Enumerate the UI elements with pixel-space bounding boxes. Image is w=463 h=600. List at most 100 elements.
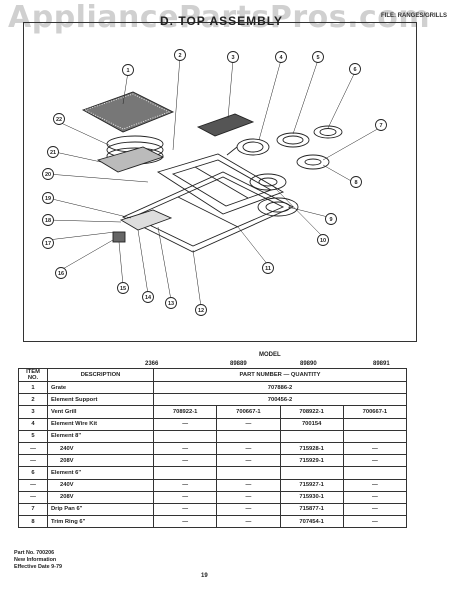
model-number: 2366 bbox=[145, 361, 159, 367]
part-number: — bbox=[152, 502, 218, 517]
callout-label: 19 bbox=[45, 196, 51, 202]
part-number: 707886-2 bbox=[153, 380, 407, 395]
drip-pan-part bbox=[249, 154, 330, 217]
description: Element 6" bbox=[47, 466, 154, 480]
part-number: — bbox=[342, 490, 408, 504]
callout-label: 20 bbox=[45, 172, 51, 178]
callout-label: 22 bbox=[56, 117, 62, 123]
footer-effective-date: Effective Date 9-79 bbox=[14, 564, 62, 570]
part-number: — bbox=[216, 515, 281, 529]
part-number: — bbox=[342, 454, 408, 468]
part-number: 700667-1 bbox=[342, 405, 408, 419]
callout-label: 6 bbox=[353, 67, 356, 73]
footer-notes: Part No. 700206 New Information Effectiv… bbox=[14, 550, 62, 571]
model-number: 89891 bbox=[373, 361, 390, 367]
callout-label: 12 bbox=[198, 308, 204, 314]
description: 208V bbox=[47, 490, 154, 504]
table-row: 6 Element 6" bbox=[18, 466, 408, 480]
description: Trim Ring 6" bbox=[47, 515, 154, 529]
footer-new-info: New Information bbox=[14, 557, 57, 563]
part-number: 715929-1 bbox=[279, 454, 344, 468]
description: Element Wire Kit bbox=[47, 417, 154, 431]
callout-label: 3 bbox=[231, 55, 234, 61]
surface-element-part bbox=[276, 125, 343, 148]
watermark: AppliancePartsPros.com bbox=[8, 0, 431, 35]
part-number bbox=[279, 429, 344, 443]
diagram-frame bbox=[23, 22, 417, 342]
part-number: — bbox=[152, 417, 218, 431]
part-number bbox=[216, 429, 281, 443]
part-number: 707454-1 bbox=[279, 515, 344, 529]
part-number: 715877-1 bbox=[279, 502, 344, 517]
header-item-no: ITEM NO. bbox=[18, 368, 48, 382]
part-number: 708922-1 bbox=[152, 405, 218, 419]
burner-assembly-part bbox=[226, 138, 270, 156]
table-row: — 208V — — 715930-1 — bbox=[18, 490, 408, 504]
item-no: 5 bbox=[18, 429, 48, 443]
item-no: 1 bbox=[18, 380, 48, 395]
part-number: — bbox=[152, 454, 218, 468]
part-number bbox=[342, 417, 408, 431]
callout-label: 5 bbox=[316, 55, 319, 61]
callout-label: 13 bbox=[168, 301, 174, 307]
callout-label: 14 bbox=[145, 295, 152, 301]
callout-label: 18 bbox=[45, 218, 51, 224]
file-label: FILE: RANGES/GRILLS bbox=[381, 13, 447, 19]
callout-label: 2 bbox=[178, 53, 181, 59]
description: Grate bbox=[47, 380, 154, 395]
table-row: 2 Element Support 700456-2 bbox=[18, 393, 407, 407]
header-description: DESCRIPTION bbox=[47, 368, 154, 382]
item-no: — bbox=[18, 454, 48, 468]
part-number: — bbox=[216, 502, 281, 517]
part-number: 700154 bbox=[279, 417, 344, 431]
control-box-part bbox=[119, 209, 173, 231]
item-no: — bbox=[18, 478, 48, 492]
item-no: 7 bbox=[18, 502, 48, 517]
table-row: — 208V — — 715929-1 — bbox=[18, 454, 408, 468]
element-support-part bbox=[96, 146, 165, 173]
callout-label: 21 bbox=[50, 150, 56, 156]
part-number: — bbox=[342, 441, 408, 456]
part-number: — bbox=[152, 478, 218, 492]
part-number bbox=[342, 466, 408, 480]
callout-label: 17 bbox=[45, 241, 51, 247]
callout-label: 1 bbox=[126, 68, 129, 74]
item-no: 6 bbox=[18, 466, 48, 480]
footer-part-no: Part No. 700206 bbox=[14, 550, 55, 556]
model-number: 89889 bbox=[230, 361, 247, 367]
exploded-diagram: 1 2 3 4 5 6 7 8 9 10 11 12 13 14 15 16 1… bbox=[42, 49, 387, 316]
item-no: 4 bbox=[18, 417, 48, 431]
part-number: — bbox=[152, 515, 218, 529]
callout-label: 8 bbox=[354, 180, 357, 186]
parts-table: ITEM NO. DESCRIPTION PART NUMBER — QUANT… bbox=[18, 368, 408, 529]
item-no: — bbox=[18, 490, 48, 504]
table-row: 5 Element 8" bbox=[18, 429, 408, 443]
model-header: MODEL bbox=[259, 352, 281, 358]
part-number bbox=[342, 429, 408, 443]
description: 240V bbox=[47, 478, 154, 492]
part-number: — bbox=[216, 490, 281, 504]
callout-label: 10 bbox=[320, 238, 326, 244]
part-number bbox=[279, 466, 344, 480]
callout-label: 11 bbox=[265, 266, 271, 272]
callout-label: 16 bbox=[58, 271, 64, 277]
part-number: — bbox=[342, 478, 408, 492]
vent-grill-part bbox=[196, 113, 255, 137]
description: 208V bbox=[47, 454, 154, 468]
part-number: 715927-1 bbox=[279, 478, 344, 492]
part-number bbox=[152, 466, 218, 480]
part-number: 715930-1 bbox=[279, 490, 344, 504]
grate-part bbox=[81, 91, 175, 133]
table-row: 7 Drip Pan 6" — — 715877-1 — bbox=[18, 502, 408, 517]
table-row: 8 Trim Ring 6" — — 707454-1 — bbox=[18, 515, 408, 529]
description: Element 8" bbox=[47, 429, 154, 443]
callout-label: 15 bbox=[120, 286, 126, 292]
part-number: — bbox=[342, 502, 408, 517]
table-row: 4 Element Wire Kit — — 700154 bbox=[18, 417, 408, 431]
part-number: 700456-2 bbox=[153, 393, 407, 407]
description: 240V bbox=[47, 441, 154, 456]
part-number: — bbox=[152, 441, 218, 456]
model-number: 89890 bbox=[300, 361, 317, 367]
cooktop-frame-part bbox=[121, 153, 295, 253]
table-row: — 240V — — 715928-1 — bbox=[18, 441, 408, 456]
